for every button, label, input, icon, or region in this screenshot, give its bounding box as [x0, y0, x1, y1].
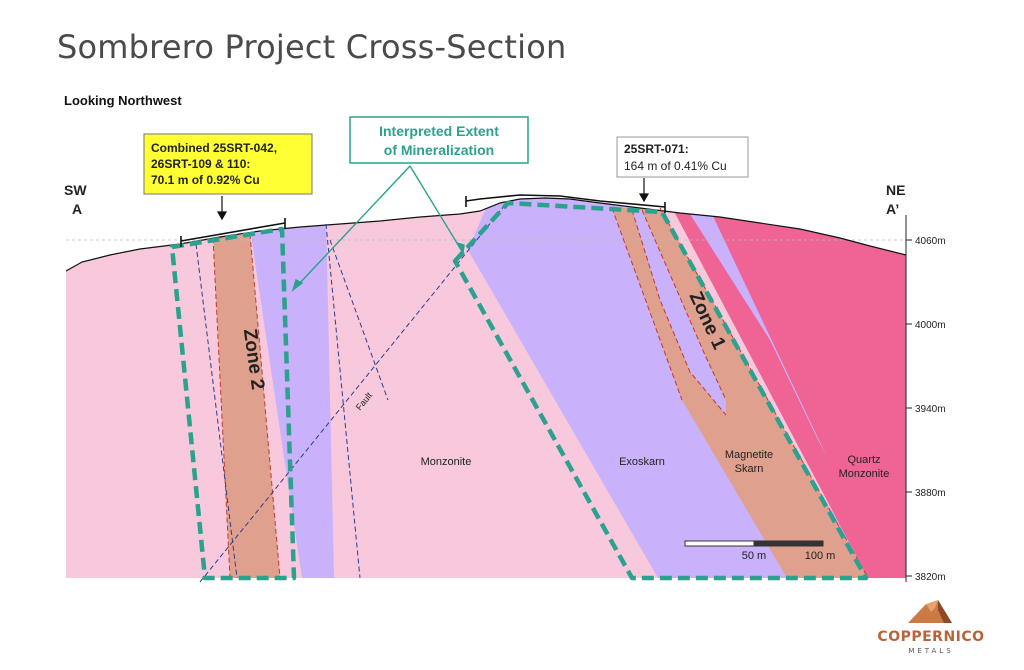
mineralization-outline-zone1 [452, 200, 869, 581]
structural-contacts [195, 223, 389, 579]
section-endpoints: SW A NE A’ [64, 182, 905, 217]
page-title: Sombrero Project Cross-Section [57, 28, 567, 66]
callout-interpreted-extent: Interpreted Extent of Mineralization [349, 116, 529, 164]
callout-combined-line3: 70.1 m of 0.92% Cu [151, 173, 260, 187]
callout-combined-line2: 26SRT-109 & 110: [151, 157, 250, 171]
elevation-tick-4000: 4000m [915, 320, 946, 331]
company-logo: COPPERNICO METALS [877, 600, 984, 655]
elevation-tick-3940: 3940m [915, 404, 946, 415]
quartz-monzonite-unit [668, 200, 906, 578]
view-orientation-label: Looking Northwest [64, 93, 182, 108]
endpoint-a: A [72, 201, 82, 217]
elevation-axis: 4060m 4000m 3940m 3880m 3820m [905, 215, 946, 583]
drillhole-brackets [180, 194, 666, 247]
exoskarn-unit-west [248, 215, 334, 578]
unit-label-magnetite-skarn-1: Magnetite [725, 449, 773, 461]
unit-label-exoskarn: Exoskarn [619, 456, 665, 468]
interpreted-extent-pointers [291, 165, 465, 292]
unit-label-quartz-monzonite-2: Monzonite [839, 468, 890, 480]
unit-label-magnetite-skarn-2: Skarn [735, 463, 764, 475]
callout-combined-line1: Combined 25SRT-042, [151, 141, 277, 155]
unit-label-quartz-monzonite-1: Quartz [847, 454, 880, 466]
logo-sub: METALS [908, 647, 953, 655]
callout-071-line2: 164 m of 0.41% Cu [624, 159, 727, 173]
scale-bar-mid-label: 50 m [742, 550, 766, 562]
ground-surface [65, 197, 907, 272]
elevation-tick-3820: 3820m [915, 572, 946, 583]
callout-arrows [216, 178, 650, 221]
callout-combined-holes: Combined 25SRT-042, 26SRT-109 & 110: 70.… [143, 133, 313, 195]
magnetite-skarn-zone2 [213, 234, 280, 578]
mineralization-outline-zone2 [169, 226, 297, 581]
unit-label-monzonite: Monzonite [421, 456, 472, 468]
elevation-tick-4060: 4060m [915, 236, 946, 247]
geology-units [66, 198, 906, 578]
mineralization-outlines [169, 200, 869, 581]
callout-extent-line2: of Mineralization [384, 142, 494, 158]
endpoint-a-prime: A’ [886, 201, 899, 217]
logo-name: COPPERNICO [877, 629, 984, 645]
elevation-tick-3880: 3880m [915, 488, 946, 499]
callout-hole-071: 25SRT-071: 164 m of 0.41% Cu [616, 136, 749, 178]
exoskarn-wedge-zone1 [632, 210, 726, 415]
endpoint-ne: NE [886, 182, 905, 198]
fault-line [199, 204, 506, 583]
scale-bar: 50 m 100 m [684, 540, 836, 562]
endpoint-sw: SW [64, 182, 87, 198]
callout-extent-line1: Interpreted Extent [379, 123, 499, 139]
callout-071-line1: 25SRT-071: [624, 142, 689, 156]
mountain-logo-icon [908, 600, 952, 623]
scale-bar-end-label: 100 m [805, 550, 836, 562]
